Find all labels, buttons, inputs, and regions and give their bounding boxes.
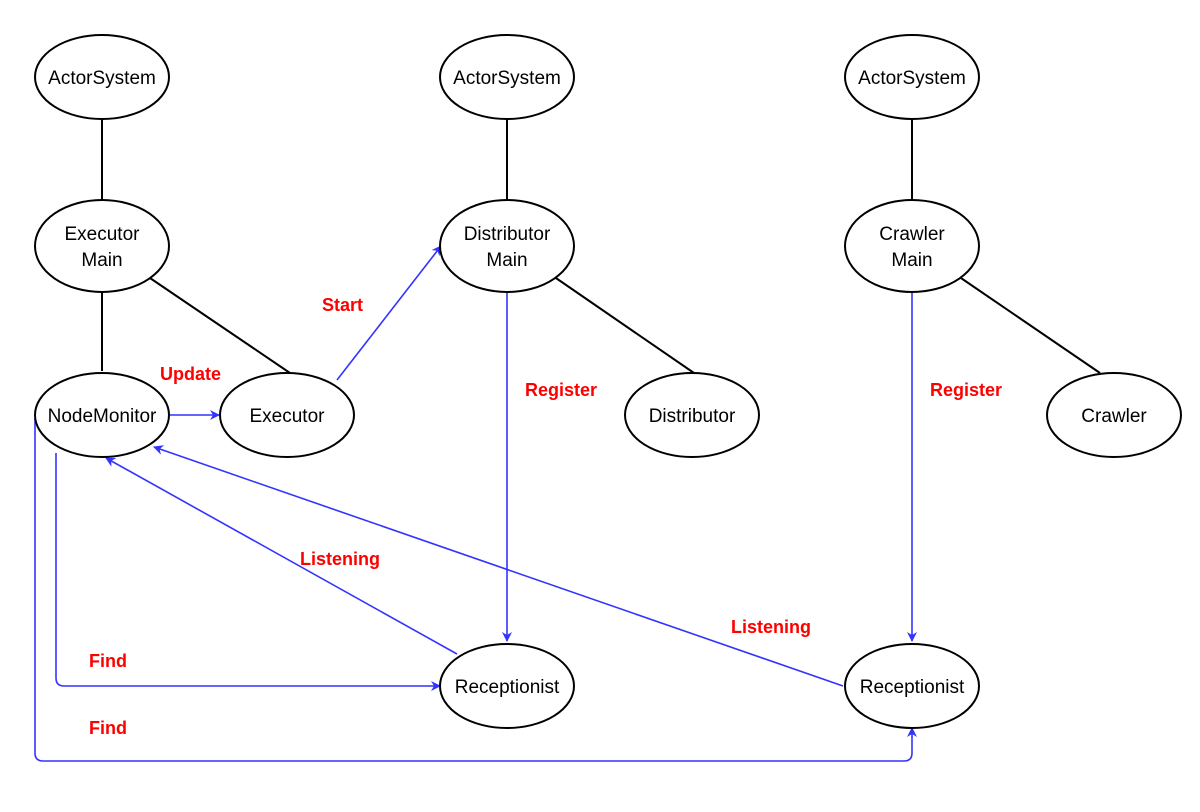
edge-executor-main-executor <box>146 275 291 374</box>
node-node-monitor[interactable] <box>34 372 170 458</box>
node-actor-system-3[interactable] <box>844 34 980 120</box>
arrow-listening-1 <box>105 457 458 655</box>
edge-distributor-main-distributor <box>552 275 695 374</box>
distributor-main-label-line-2: Main <box>486 250 527 271</box>
node-executor-main[interactable] <box>34 199 170 293</box>
distributor-label: Distributor <box>649 406 736 427</box>
node-actor-system-1[interactable] <box>34 34 170 120</box>
label-listening-2: Listening <box>731 617 811 637</box>
receptionist-1-label: Receptionist <box>455 677 560 698</box>
distributor-main-label-line-1: Distributor <box>464 224 551 245</box>
hierarchy-lines <box>101 119 1101 374</box>
node-executor[interactable] <box>219 372 355 458</box>
node-receptionist-1[interactable] <box>439 643 575 729</box>
node-distributor[interactable] <box>624 372 760 458</box>
arrow-start <box>336 245 442 381</box>
actor-system-2-label: ActorSystem <box>453 68 561 89</box>
node-actor-system-2[interactable] <box>439 34 575 120</box>
node-distributor-main[interactable] <box>439 199 575 293</box>
receptionist-2-label: Receptionist <box>860 677 965 698</box>
label-register-1: Register <box>525 380 597 400</box>
crawler-main-label-line-2: Main <box>891 250 932 271</box>
node-receptionist-2[interactable] <box>844 643 980 729</box>
actor-system-1-label: ActorSystem <box>48 68 156 89</box>
node-labels: ActorSystem Executor Main NodeMonitor Ex… <box>48 68 1148 698</box>
arrow-find-2 <box>34 418 917 762</box>
edge-crawler-main-crawler <box>957 275 1101 374</box>
arrow-find-1 <box>55 453 441 691</box>
executor-main-label-line-2: Main <box>81 250 122 271</box>
arrow-listening-2 <box>153 445 844 687</box>
actor-system-3-label: ActorSystem <box>858 68 966 89</box>
label-find-1: Find <box>89 651 127 671</box>
node-monitor-label: NodeMonitor <box>48 406 157 427</box>
label-start: Start <box>322 295 363 315</box>
label-update: Update <box>160 364 221 384</box>
message-arrows <box>34 245 917 762</box>
label-find-2: Find <box>89 718 127 738</box>
crawler-label: Crawler <box>1081 406 1147 427</box>
executor-main-label-line-1: Executor <box>65 224 141 245</box>
nodes <box>34 34 1182 729</box>
node-crawler[interactable] <box>1046 372 1182 458</box>
crawler-main-label-line-1: Crawler <box>879 224 945 245</box>
executor-label: Executor <box>250 406 326 427</box>
label-listening-1: Listening <box>300 549 380 569</box>
label-register-2: Register <box>930 380 1002 400</box>
node-crawler-main[interactable] <box>844 199 980 293</box>
edge-labels: Start Update Register Register Listening… <box>89 295 1002 738</box>
